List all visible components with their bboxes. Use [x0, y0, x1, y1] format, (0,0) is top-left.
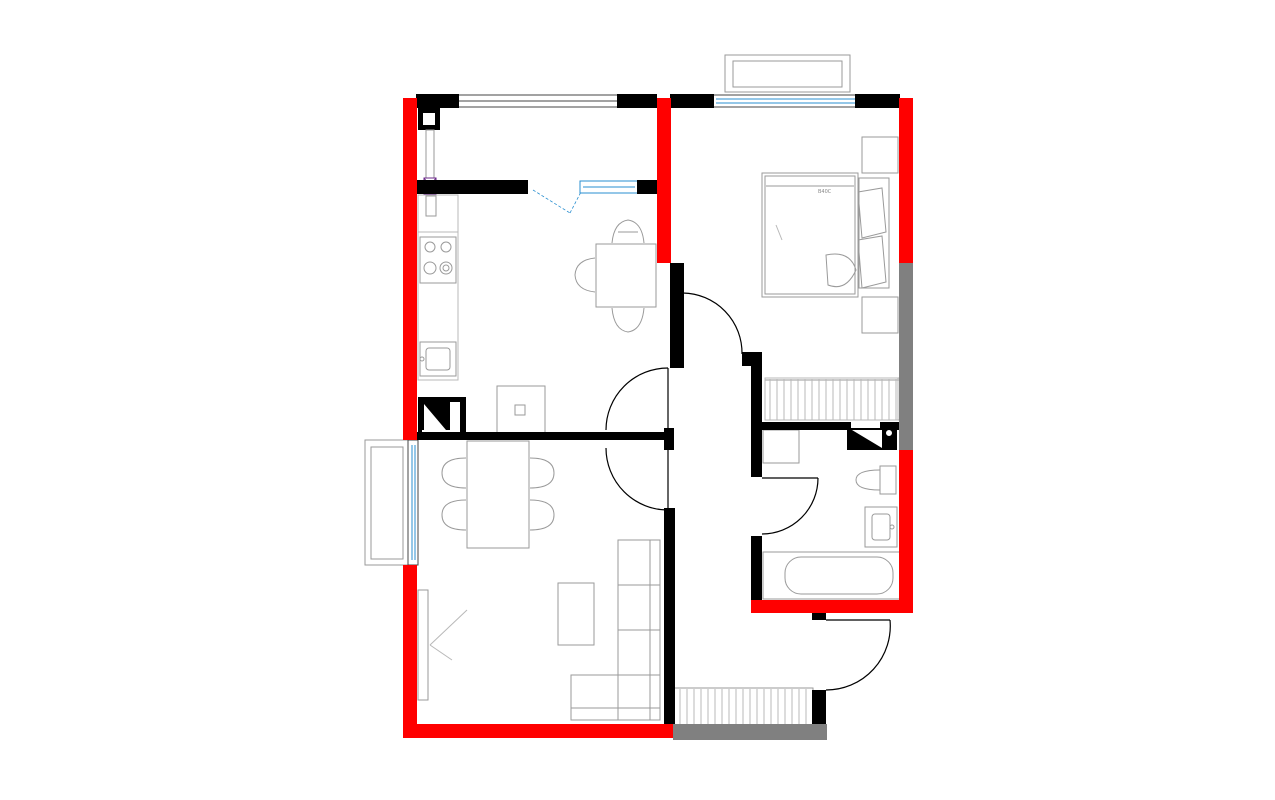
nightstand-bottom — [861, 296, 899, 334]
bed: B40C — [761, 172, 890, 298]
windows — [407, 94, 859, 566]
kitchen-dining-table — [574, 219, 657, 333]
exterior-walls — [403, 98, 913, 738]
party-walls — [673, 263, 913, 740]
sofa — [570, 539, 661, 721]
stairs-bedroom — [764, 377, 899, 421]
kitchen-sink-icon — [419, 341, 457, 377]
pipe-icon — [885, 429, 893, 437]
bedroom-closet-shelving — [764, 377, 899, 421]
coffee-table — [557, 582, 595, 646]
toilet-icon — [855, 465, 897, 495]
kitchen-counter — [417, 194, 459, 381]
stair-treads-bedroom — [769, 379, 897, 420]
washing-machine — [762, 429, 800, 464]
balcony-left — [364, 439, 409, 566]
stove-icon — [419, 236, 457, 284]
tv-cabinet — [417, 589, 468, 701]
stair-treads-bottom — [679, 689, 807, 724]
balcony-top — [724, 54, 851, 93]
interior-walls — [416, 94, 900, 726]
vent-shaft — [418, 108, 440, 217]
nightstand-top — [861, 136, 899, 174]
bathroom-sink-icon — [864, 506, 898, 548]
fridge-icon — [496, 385, 546, 435]
bed-dimension-label: B40C — [818, 189, 832, 195]
living-dining-table — [441, 440, 555, 549]
door-swings — [532, 189, 891, 691]
bathtub-icon — [762, 551, 901, 600]
